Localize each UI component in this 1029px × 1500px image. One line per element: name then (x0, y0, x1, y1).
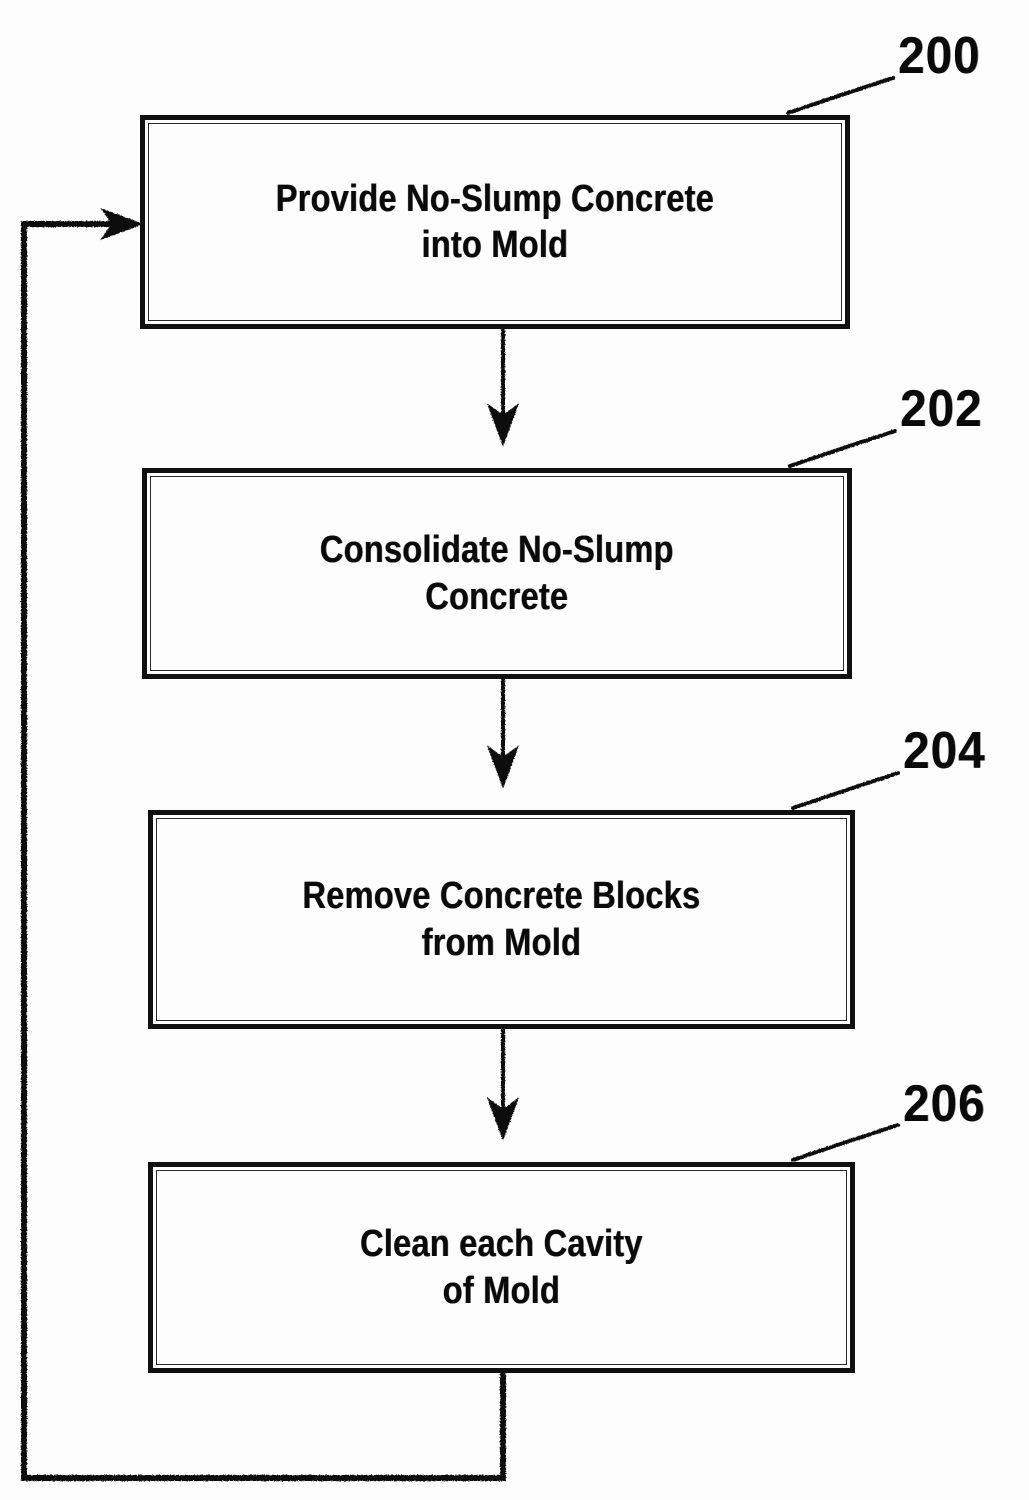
process-step-box-206: Clean each Cavity of Mold (148, 1162, 855, 1373)
leader-line-204 (791, 771, 900, 810)
process-step-label-206: Clean each Cavity of Mold (360, 1223, 643, 1312)
process-step-box-200: Provide No-Slump Concrete into Mold (140, 115, 850, 329)
reference-numeral-206: 206 (903, 1075, 986, 1133)
process-step-label-200: Provide No-Slump Concrete into Mold (275, 177, 715, 266)
process-step-label-202: Consolidate No-Slump Concrete (320, 529, 674, 618)
connector-204-to-206 (486, 1029, 520, 1141)
feedback-loop-206-to-200 (21, 207, 506, 1481)
reference-numeral-204: 204 (903, 722, 986, 780)
reference-numeral-202: 202 (900, 380, 983, 438)
reference-numeral-200: 200 (898, 27, 981, 85)
leader-line-206 (791, 1123, 900, 1162)
connector-202-to-204 (486, 679, 520, 789)
process-step-box-202: Consolidate No-Slump Concrete (142, 468, 852, 679)
process-step-box-204: Remove Concrete Blocks from Mold (148, 810, 855, 1029)
leader-line-200 (786, 76, 895, 115)
leader-line-202 (788, 429, 897, 468)
connector-200-to-202 (486, 329, 520, 447)
process-step-label-204: Remove Concrete Blocks from Mold (302, 875, 701, 964)
